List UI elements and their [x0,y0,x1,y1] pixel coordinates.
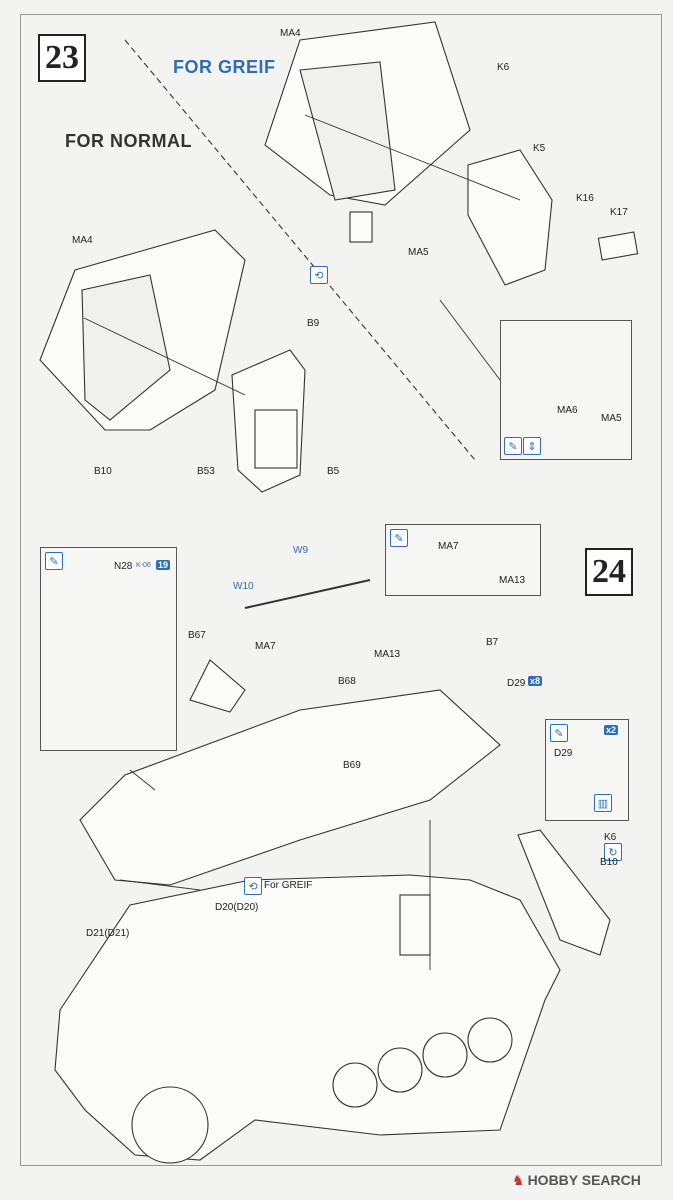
for-greif-heading: FOR GREIF [173,57,276,77]
paint-brush-icon: ✎ [45,552,63,570]
label-k5: K5 [533,143,546,154]
label-ma6: MA6 [557,405,578,416]
label-b69: B69 [343,760,361,771]
road-wheel-2 [377,1047,423,1093]
road-wheel-3 [422,1032,468,1078]
label-ma7: MA7 [255,641,276,652]
hobby-search-logo-icon: ♞ [512,1173,525,1189]
label-b5: B5 [327,466,340,477]
label-ma4-left: MA4 [72,235,93,246]
paint-brush-icon: ✎ [504,437,522,455]
label-b7: B7 [486,637,499,648]
label-n28: N28 [114,561,133,572]
ma5-part [349,211,373,243]
label-d29-inset: D29 [554,748,573,759]
label-ma4-top: MA4 [280,28,301,39]
label-b68: B68 [338,676,356,687]
label-d29: D29 [507,678,526,689]
label-ma13: MA13 [374,649,401,660]
label-ma5-top: MA5 [408,247,429,258]
d29-detail-inset: ✎ x2 D29 ▥ [545,719,629,821]
step-23-number: 23 [38,34,86,82]
page-frame [20,14,662,1166]
leader-line-d20 [119,879,201,891]
label-b53: B53 [197,466,215,477]
label-ma13-inset: MA13 [499,575,526,586]
k17-part [597,231,639,261]
label-b10-right: B10 [600,857,618,868]
flip-view-icon: ⇕ [523,437,541,455]
repeat-icon: ↻ [604,843,622,861]
d29-inset-quantity: x2 [604,725,619,735]
k5-plate [467,149,553,286]
greif-shield-window [299,61,396,201]
k6-shield-small [517,829,611,956]
front-wheel [131,1086,209,1164]
rotate-view-icon: ⟲ [310,266,328,284]
divider-line [124,39,476,461]
label-k17: K17 [610,207,628,218]
b53-box [254,409,298,469]
label-ma5-inset: MA5 [601,413,622,424]
n28-count-badge: 19 [156,560,171,570]
label-w10: W10 [233,581,254,592]
label-k6-top: K6 [497,62,510,73]
label-b10-left: B10 [94,466,112,477]
ma6-detail-inset: MA6 MA5 ✎ ⇕ [500,320,632,460]
label-d20: D20(D20) [215,902,259,913]
label-d21: D21(D21) [86,928,130,939]
watermark: ♞HOBBY SEARCH [512,1172,641,1189]
label-ma7-inset: MA7 [438,541,459,552]
radio-set [399,894,431,956]
halftrack-hull [54,874,561,1161]
d29-quantity-badge: x8 [528,676,543,686]
mg34-gun [244,579,371,609]
paint-brush-icon: ✎ [390,529,408,547]
label-n28-ref: K-06 [136,562,151,569]
assembly-arrow-b9 [83,317,246,396]
label-k6-right: K6 [604,832,617,843]
label-b9: B9 [307,318,320,329]
leader-line [129,769,156,791]
inset-leader [439,299,501,381]
b67-part [189,659,246,713]
for-greif-note: For GREIF [264,880,313,891]
label-b67: B67 [188,630,206,641]
normal-shield-window [81,274,171,421]
assembly-arrow-k5 [304,114,521,201]
ma7-detail-inset: ✎ MA7 MA13 [385,524,541,596]
glue-icon: ▥ [594,794,612,812]
label-w9: W9 [293,545,308,556]
for-normal-heading: FOR NORMAL [65,131,192,151]
n28-detail-inset: N28 K-06 19 ✎ [40,547,177,751]
watermark-text: HOBBY SEARCH [527,1172,641,1188]
rotate-view-icon: ⟲ [244,877,262,895]
paint-brush-icon: ✎ [550,724,568,742]
step-24-number: 24 [585,548,633,596]
road-wheel-1 [332,1062,378,1108]
road-wheel-4 [467,1017,513,1063]
label-k16: K16 [576,193,594,204]
